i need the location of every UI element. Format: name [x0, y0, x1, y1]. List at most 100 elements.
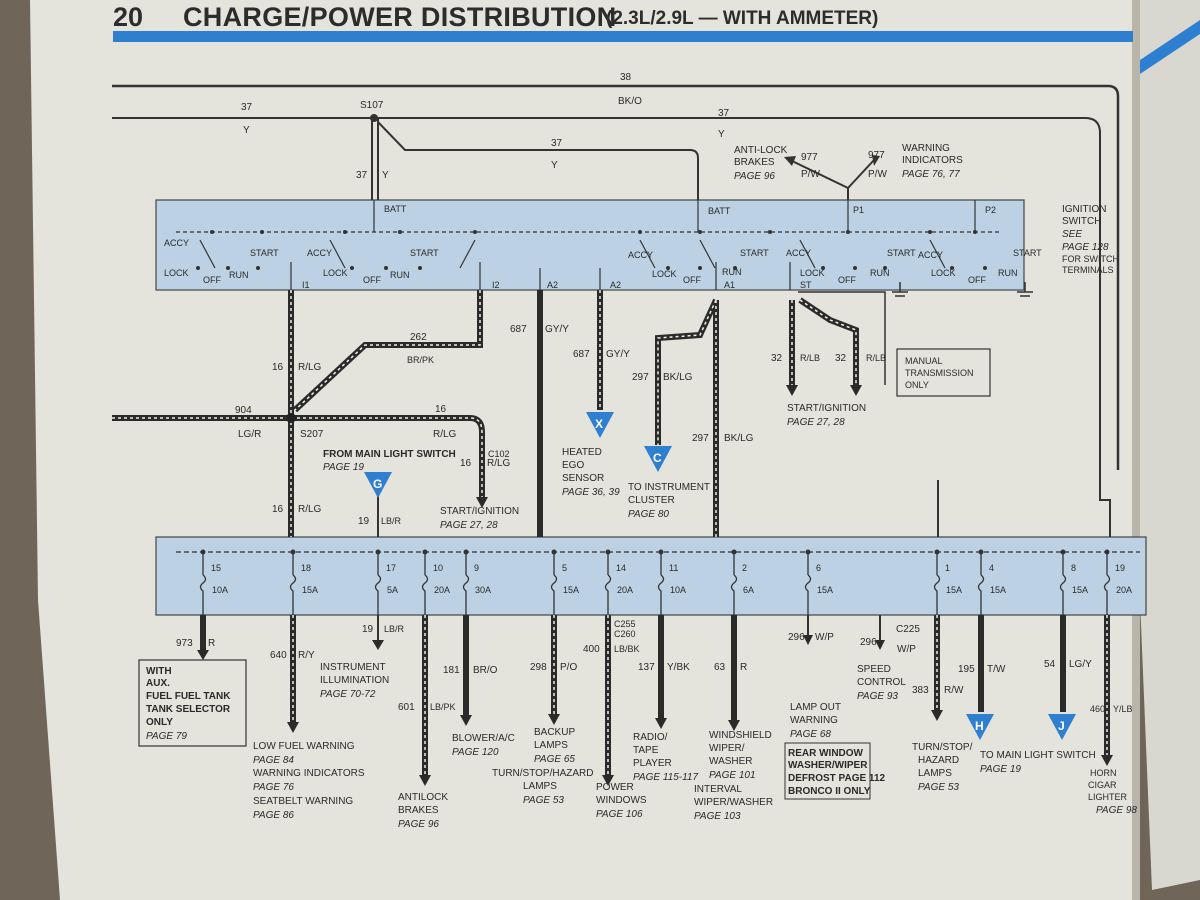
- fuse-11-node: [658, 549, 664, 555]
- wire-16c-color: R/LG: [487, 458, 511, 469]
- svg-text:LOCK: LOCK: [323, 268, 348, 278]
- connector-c260: C260: [614, 629, 636, 639]
- svg-text:START: START: [410, 248, 439, 258]
- wire-32b-color: R/LB: [866, 353, 886, 363]
- fuse-5-node: [551, 549, 557, 555]
- svg-text:PAGE 68: PAGE 68: [790, 729, 831, 740]
- svg-text:W/P: W/P: [897, 644, 916, 655]
- wire-37a-color: Y: [243, 125, 250, 136]
- svg-text:PAGE 120: PAGE 120: [452, 747, 499, 758]
- fuse-8-symbol: [1059, 552, 1067, 615]
- svg-text:LB/PK: LB/PK: [430, 702, 456, 712]
- svg-text:WIPER/: WIPER/: [709, 743, 745, 754]
- wire-262-num: 262: [410, 332, 427, 343]
- ign-switch-title-2: SWITCH: [1062, 216, 1101, 227]
- manual-trans-box: [896, 348, 991, 397]
- svg-text:TURN/STOP/: TURN/STOP/: [912, 742, 973, 753]
- svg-text:LOCK: LOCK: [931, 268, 956, 278]
- svg-text:AUX.: AUX.: [146, 678, 170, 689]
- fuse-1-symbol: [933, 552, 941, 615]
- fuel-tank-box: [138, 659, 247, 747]
- fuse-15-number: 15: [211, 563, 221, 573]
- svg-text:START: START: [1013, 248, 1042, 258]
- fuse-19-rating: 20A: [1116, 585, 1132, 595]
- svg-text:RUN: RUN: [390, 270, 410, 280]
- svg-text:63: 63: [714, 662, 726, 673]
- svg-text:OFF: OFF: [203, 275, 221, 285]
- svg-text:I1: I1: [302, 280, 310, 290]
- wire-16a-color: R/LG: [298, 362, 322, 373]
- wire-977-branches: [789, 159, 875, 200]
- svg-text:601: 601: [398, 702, 415, 713]
- wire-297a-color: BK/LG: [663, 372, 693, 383]
- svg-text:FUEL FUEL TANK: FUEL FUEL TANK: [146, 691, 231, 702]
- flag-h-label: H: [975, 719, 984, 733]
- svg-text:LOCK: LOCK: [652, 269, 677, 279]
- fuse-8-number: 8: [1071, 563, 1076, 573]
- svg-text:START: START: [250, 248, 279, 258]
- fuse-19-symbol: [1103, 552, 1111, 615]
- svg-text:POWER: POWER: [596, 782, 634, 793]
- wire-262-color: BR/PK: [407, 355, 434, 365]
- wire-38-num: 38: [620, 72, 632, 83]
- fuse-18-number: 18: [301, 563, 311, 573]
- start-ign-1-page: PAGE 27, 28: [440, 520, 498, 531]
- svg-text:PAGE 79: PAGE 79: [146, 731, 187, 742]
- wire-16d-num: 16: [272, 504, 284, 515]
- svg-text:LOW FUEL WARNING: LOW FUEL WARNING: [253, 741, 355, 752]
- fuse-6-symbol: [804, 552, 812, 615]
- svg-text:PLAYER: PLAYER: [633, 758, 672, 769]
- wire-38-color: BK/O: [618, 96, 642, 107]
- svg-text:TO MAIN LIGHT SWITCH: TO MAIN LIGHT SWITCH: [980, 750, 1096, 761]
- svg-text:PAGE 65: PAGE 65: [534, 754, 575, 765]
- fuse-14-symbol: [604, 552, 612, 615]
- fuse-1-node: [934, 549, 940, 555]
- svg-text:LIGHTER: LIGHTER: [1088, 792, 1128, 802]
- svg-text:RUN: RUN: [229, 270, 249, 280]
- ignition-switch-contacts: [176, 200, 1000, 290]
- flag-x: [586, 412, 614, 438]
- svg-text:ILLUMINATION: ILLUMINATION: [320, 675, 389, 686]
- ignition-contact-dots: [196, 230, 987, 270]
- svg-text:OFF: OFF: [363, 275, 381, 285]
- svg-text:400: 400: [583, 644, 600, 655]
- wire-16c-num: 16: [460, 458, 472, 469]
- fuse-2-symbol: [730, 552, 738, 615]
- bottom-thin-wires: [377, 615, 881, 640]
- svg-text:LB/BK: LB/BK: [614, 644, 640, 654]
- fuse-8-node: [1060, 549, 1066, 555]
- wire-977b-color: P/W: [868, 169, 887, 180]
- antilock-top-line2: BRAKES: [734, 157, 775, 168]
- bottom-wire-labels: 973 R 640 R/Y 19 LB/R 601 LB/PK 181 BR/O…: [176, 624, 1133, 714]
- svg-text:LB/R: LB/R: [384, 624, 405, 634]
- svg-text:PAGE 76: PAGE 76: [253, 782, 294, 793]
- svg-text:BACKUP: BACKUP: [534, 727, 575, 738]
- wire-37c-num: 37: [551, 138, 563, 149]
- ign-switch-see: SEE: [1062, 229, 1082, 240]
- ignition-position-labels: ACCY LOCK OFF RUN START ACCY LOCK OFF RU…: [164, 238, 1042, 285]
- svg-text:A2: A2: [547, 280, 558, 290]
- fuse-4-rating: 15A: [990, 585, 1006, 595]
- svg-text:Y/BK: Y/BK: [667, 662, 690, 673]
- splice-s207-dot: [286, 413, 296, 423]
- page-title: CHARGE/POWER DISTRIBUTION: [183, 2, 617, 32]
- svg-text:PAGE 106: PAGE 106: [596, 809, 643, 820]
- fuse-10-rating: 20A: [434, 585, 450, 595]
- wire-904-num: 904: [235, 405, 252, 416]
- svg-text:SEATBELT WARNING: SEATBELT WARNING: [253, 796, 353, 807]
- svg-text:298: 298: [530, 662, 547, 673]
- svg-text:SPEED: SPEED: [857, 664, 891, 675]
- svg-text:WITH: WITH: [146, 666, 172, 677]
- antilock-top-page: PAGE 96: [734, 171, 775, 182]
- fuse-19-number: 19: [1115, 563, 1125, 573]
- svg-text:PAGE 84: PAGE 84: [253, 755, 294, 766]
- fuse-4-node: [978, 549, 984, 555]
- svg-text:195: 195: [958, 664, 975, 675]
- svg-text:OFF: OFF: [683, 275, 701, 285]
- svg-text:ACCY: ACCY: [164, 238, 189, 248]
- fuse-6-number: 6: [816, 563, 821, 573]
- fuse-15-rating: 10A: [212, 585, 228, 595]
- warning-top-page: PAGE 76, 77: [902, 169, 960, 180]
- svg-text:LAMPS: LAMPS: [534, 740, 568, 751]
